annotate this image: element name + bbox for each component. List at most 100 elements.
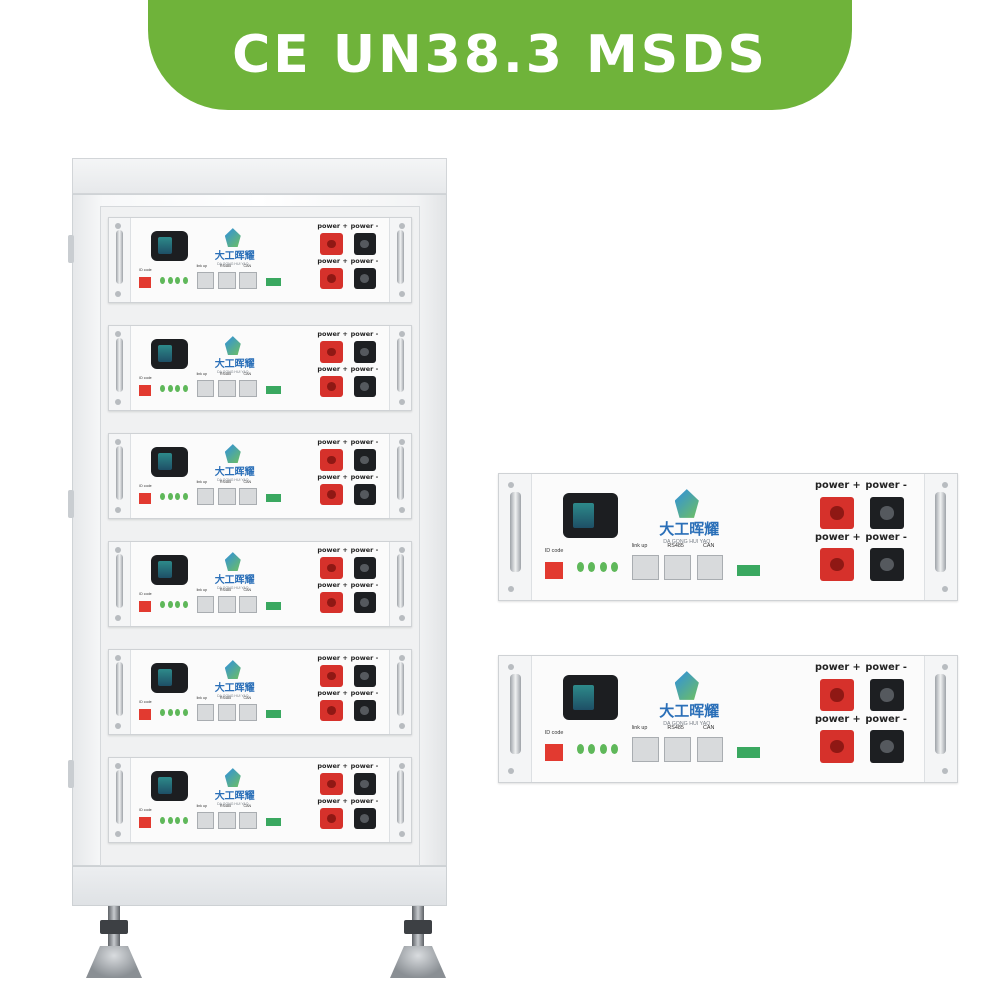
logo-english-text: DA GONG HUI YAO	[217, 802, 249, 807]
power-plus-label: power +	[317, 330, 348, 339]
negative-terminal	[353, 773, 377, 795]
cabinet-hinge	[68, 490, 74, 518]
negative-terminal	[353, 483, 377, 506]
communication-ports	[631, 736, 724, 762]
power-plus-label: power +	[317, 256, 348, 265]
brand-logo: 大工晖耀 DA GONG HUI YAO	[659, 489, 720, 545]
logo-mark-icon	[224, 660, 241, 680]
terminal-block	[737, 564, 761, 577]
port-label: CAN	[243, 372, 252, 377]
port-labels: link up RS485 CAN	[632, 543, 733, 549]
power-plus-label: power +	[815, 531, 861, 543]
cabinet-roof	[72, 158, 447, 194]
handle	[115, 661, 124, 716]
power-minus-label: power -	[350, 654, 379, 663]
rj45-port	[196, 811, 215, 829]
lcd-display	[563, 674, 619, 721]
power-plus-label: power +	[815, 480, 861, 492]
power-minus-label: power -	[350, 688, 379, 697]
port-label: RS485	[220, 264, 232, 269]
logo-chinese-text: 大工晖耀	[214, 791, 255, 803]
power-minus-label: power -	[865, 713, 907, 725]
rj45-port	[196, 271, 215, 289]
positive-terminal	[819, 496, 854, 530]
power-plus-label: power +	[317, 580, 348, 589]
status-leds	[160, 384, 188, 392]
positive-terminal	[320, 557, 344, 579]
brand-logo: 大工晖耀 DA GONG HUI YAO	[215, 336, 255, 374]
id-code-switch	[544, 744, 564, 761]
id-code-switch	[544, 562, 564, 579]
port-labels: link up RS485 CAN	[197, 372, 263, 376]
screw	[398, 547, 405, 554]
power-plus-label: power +	[317, 762, 348, 771]
rj45-port	[696, 554, 724, 580]
screw	[941, 586, 948, 593]
power-plus-label: power +	[317, 438, 348, 447]
negative-terminal	[353, 699, 377, 722]
positive-terminal	[819, 678, 854, 712]
communication-ports	[196, 379, 257, 397]
logo-mark-icon	[674, 489, 699, 518]
lcd-display	[151, 338, 188, 369]
handle	[396, 337, 405, 392]
port-label: link up	[196, 264, 207, 269]
terminal-block	[266, 710, 282, 719]
power-minus-label: power -	[350, 438, 379, 447]
negative-terminal	[353, 341, 377, 363]
power-plus-label: power +	[815, 713, 861, 725]
power-minus-label: power -	[350, 330, 379, 339]
port-label: link up	[196, 804, 207, 809]
screw	[508, 586, 515, 593]
handle	[935, 491, 947, 573]
certification-text: CE UN38.3 MSDS	[232, 25, 768, 85]
cabinet-foot	[390, 906, 446, 978]
terminal-block	[737, 746, 761, 759]
port-label: CAN	[243, 804, 252, 809]
id-code-label: ID code	[139, 267, 152, 272]
positive-terminal	[320, 233, 344, 255]
power-minus-label: power -	[350, 256, 379, 265]
id-code-switch	[139, 816, 152, 828]
battery-module: 大工晖耀 DA GONG HUI YAO ID code link up RS4…	[108, 541, 412, 627]
lcd-display	[151, 554, 188, 585]
id-code-switch	[139, 384, 152, 396]
logo-english-text: DA GONG HUI YAO	[663, 538, 711, 545]
negative-terminal	[353, 233, 377, 255]
rj45-port	[696, 736, 724, 762]
screw	[941, 768, 948, 775]
screw	[115, 439, 122, 446]
port-label: link up	[196, 588, 207, 593]
negative-terminal	[353, 807, 377, 830]
logo-chinese-text: 大工晖耀	[659, 519, 720, 538]
rj45-port	[196, 487, 215, 505]
id-code-label: ID code	[139, 483, 152, 488]
positive-terminal	[320, 341, 344, 363]
positive-terminal	[819, 548, 854, 582]
id-code-switch	[139, 600, 152, 612]
rj45-port	[217, 379, 236, 397]
status-leds	[160, 600, 188, 608]
port-labels: link up RS485 CAN	[197, 588, 263, 592]
lcd-display	[151, 446, 188, 477]
port-label: link up	[631, 543, 648, 550]
screw	[115, 655, 122, 662]
screw	[398, 614, 405, 621]
logo-mark-icon	[224, 228, 241, 248]
rj45-port	[664, 736, 692, 762]
positive-terminal	[819, 730, 854, 764]
battery-module: 大工晖耀 DA GONG HUI YAO ID code link up RS4…	[108, 325, 412, 411]
handle	[396, 445, 405, 500]
rj45-port	[664, 554, 692, 580]
handle	[396, 553, 405, 608]
screw	[115, 614, 122, 621]
port-label: CAN	[243, 696, 252, 701]
negative-terminal	[353, 557, 377, 579]
id-code-switch	[139, 276, 152, 288]
power-minus-label: power -	[350, 796, 379, 805]
battery-module: 大工晖耀 DA GONG HUI YAO ID code link up RS4…	[108, 649, 412, 735]
handle	[115, 445, 124, 500]
rj45-port	[217, 703, 236, 721]
status-leds	[576, 562, 619, 573]
status-leds	[160, 276, 188, 284]
